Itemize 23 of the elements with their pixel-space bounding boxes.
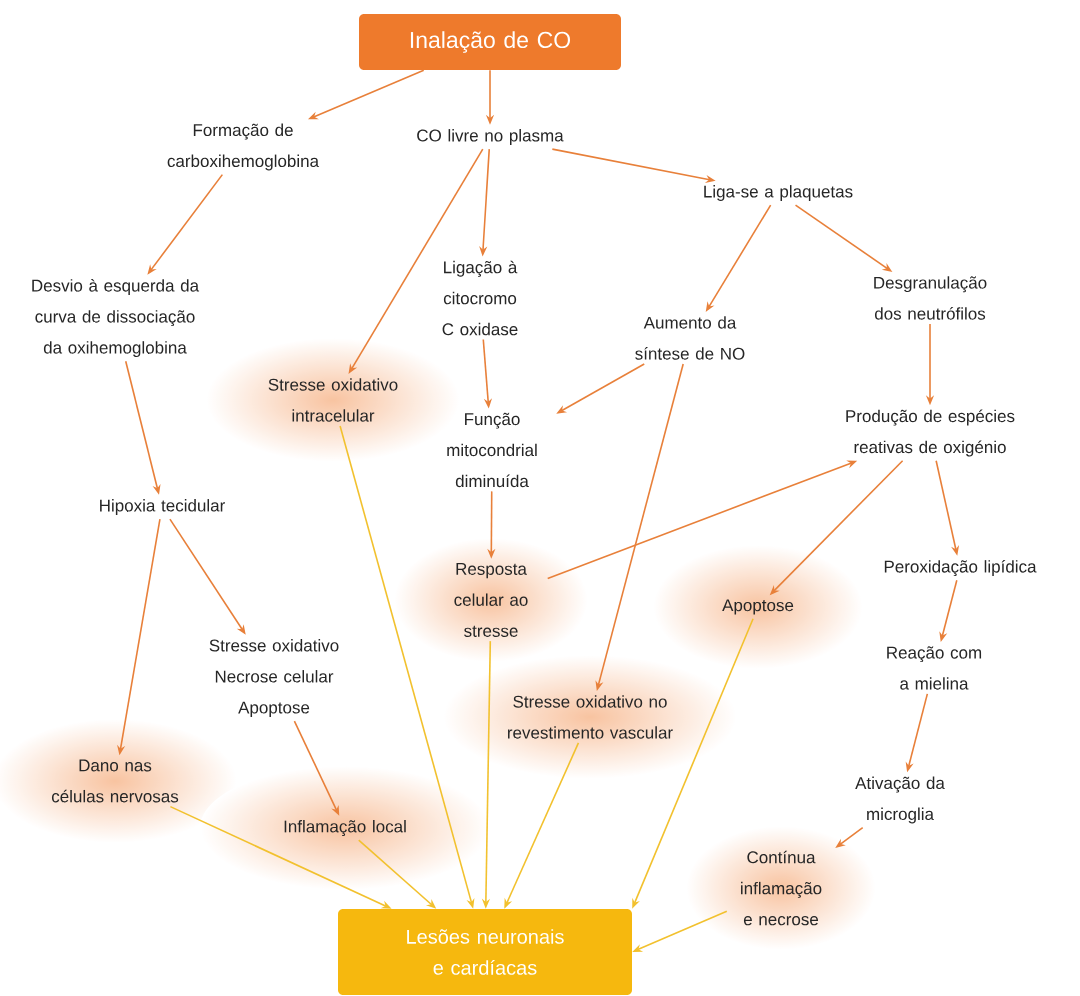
concept-text: Produção de espécies reativas de oxigénio	[846, 409, 1015, 457]
concept-text: Função mitocondrial diminuída	[447, 412, 537, 488]
concept-text: CO livre no plasma	[417, 129, 564, 145]
highlighted-text: Contínua inflamação e necrose	[741, 850, 822, 926]
highlighted-text: Stresse oxidativo no revestimento vascular	[508, 695, 673, 739]
concept-text: Liga-se a plaquetas	[704, 185, 853, 201]
highlighted-text: Dano nas células nervosas	[51, 759, 179, 803]
highlighted-text: Resposta celular ao stresse	[454, 563, 528, 637]
concept-text: Desgranulação dos neutrófilos	[874, 276, 987, 320]
highlighted-text: Apoptose	[722, 599, 794, 615]
concept-text: Desvio à esquerda da curva de dissociação da oxihemoglobina	[32, 279, 200, 357]
outcome-box: Lesões neuronais e cardíacas	[338, 909, 632, 995]
concept-text: Peroxidação lipídica	[884, 559, 1037, 577]
concept-text: Ativação da microglia	[855, 776, 945, 824]
concept-text: Aumento da síntese de NO	[635, 316, 745, 360]
highlighted-text: Inflamação local	[284, 820, 406, 836]
highlighted-text: Stresse oxidativo intracelular	[268, 378, 398, 422]
concept-text: Stresse oxidativo Necrose celular Apoptose	[209, 639, 339, 717]
concept-text: Hipoxia tecidular	[100, 499, 225, 515]
start-box: Inalação de CO	[359, 14, 621, 70]
concept-text: Ligação à citocromo C oxidase	[442, 260, 518, 336]
concept-text: Formação de carboxihemoglobina	[167, 123, 320, 171]
concept-text: Reação com a mielina	[887, 646, 982, 690]
